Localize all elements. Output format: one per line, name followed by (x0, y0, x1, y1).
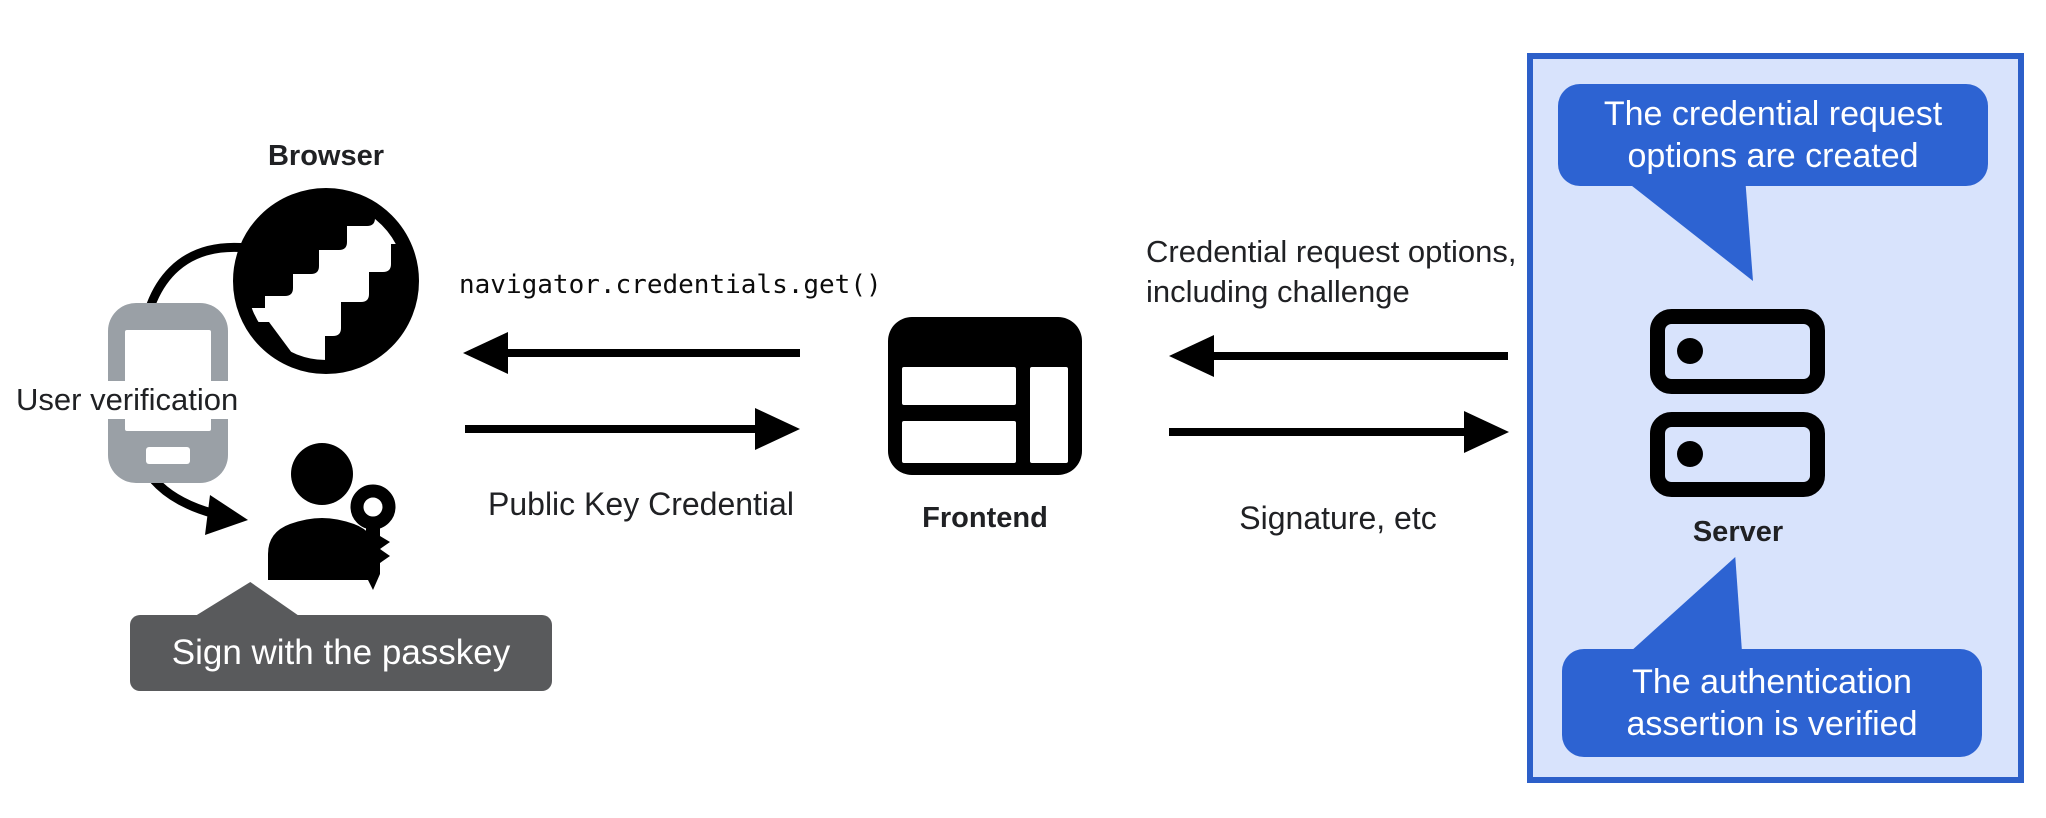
assertion-verified-callout: The authentication assertion is verified (1562, 649, 1982, 757)
tooltip-text: Sign with the passkey (171, 633, 511, 672)
credential-request-line1: Credential request options, (1146, 234, 1517, 269)
frontend-label: Frontend (922, 502, 1048, 534)
credential-options-callout: The credential request options are creat… (1558, 84, 1988, 186)
server-icon (1650, 309, 1825, 497)
navigator-credentials-get-label: navigator.credentials.get() (459, 270, 882, 300)
server-label: Server (1692, 516, 1784, 548)
user-with-passkey-icon (268, 443, 396, 590)
signature-etc-label: Signature, etc (1239, 500, 1437, 536)
top-callout-line1: The credential request (1603, 95, 1943, 133)
globe-browser-icon (233, 188, 419, 374)
bottom-callout-line2: assertion is verified (1626, 705, 1918, 743)
credential-request-line2: including challenge (1146, 274, 1410, 309)
top-callout-line2: options are created (1627, 137, 1919, 175)
credential-request-options-label: Credential request options, including ch… (1146, 232, 1517, 312)
browser-label: Browser (267, 140, 385, 172)
user-verification-label: User verification (12, 381, 243, 419)
frontend-window-icon (888, 317, 1082, 475)
bottom-callout-line1: The authentication (1632, 663, 1912, 701)
sign-with-passkey-tooltip: Sign with the passkey (130, 615, 552, 691)
public-key-credential-label: Public Key Credential (488, 486, 794, 522)
